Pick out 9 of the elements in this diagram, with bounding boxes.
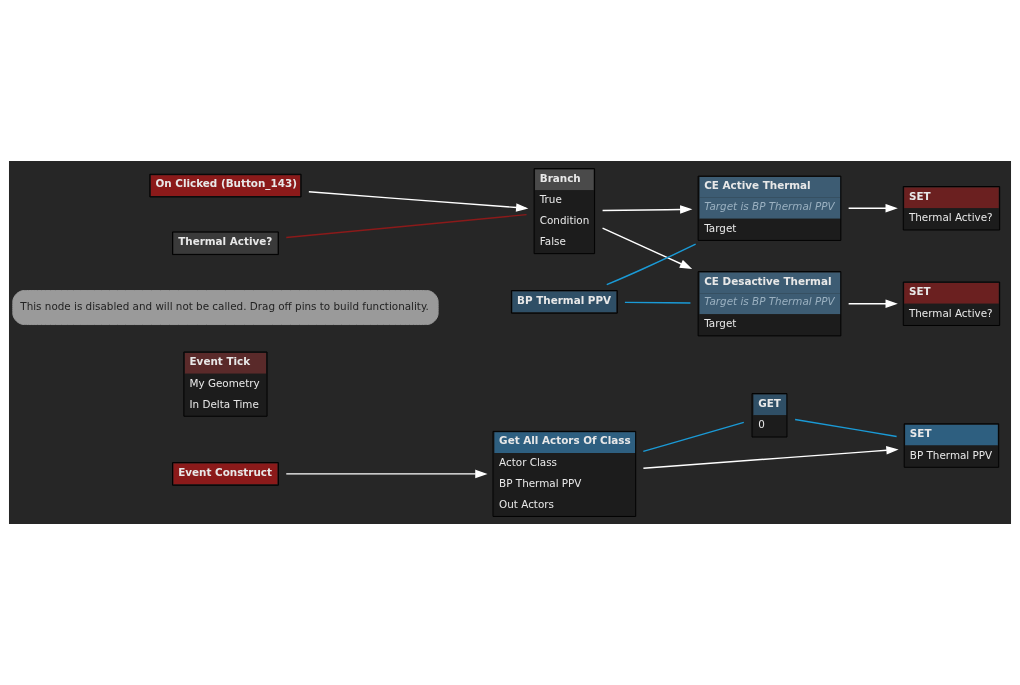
node-text: Branch True Condition False — [539, 171, 590, 247]
node-text: Thermal Active? — [178, 234, 273, 247]
node-text: On Clicked (Button_143) — [155, 177, 297, 190]
node-text: Event Construct — [178, 465, 272, 478]
node-text: BP Thermal PPV — [517, 293, 612, 306]
node-text: CE Active Thermal Target is BP Thermal PPV Target — [704, 179, 835, 234]
node-text: SET BP Thermal PPV — [909, 426, 993, 461]
node-text: Get All Actors Of Class Actor Class BP Thermal PPV Out Actors — [499, 434, 631, 510]
node-label: This node is disabled and will not be called. Drag off pins to build functionality. — [20, 300, 429, 313]
